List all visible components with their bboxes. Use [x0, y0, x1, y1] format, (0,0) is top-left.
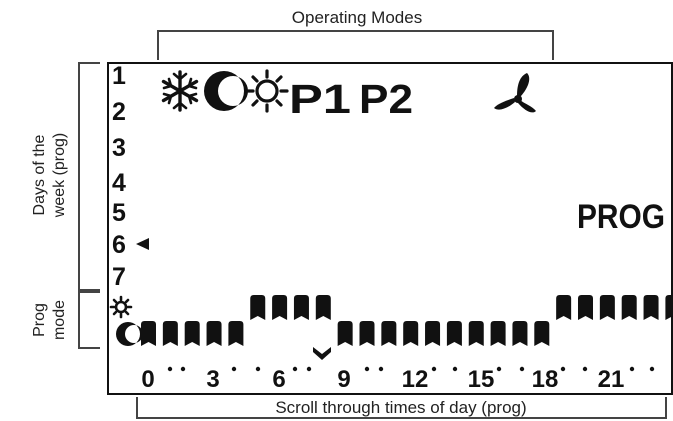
hour-bars [141, 295, 673, 346]
hour-segment-0 [141, 321, 156, 346]
hour-segment-9 [337, 321, 353, 346]
scroll-times-bracket [136, 397, 667, 419]
tick-dot-15 [649, 366, 655, 372]
tick-dot-12 [560, 366, 566, 372]
p1-mode: P1 [289, 76, 351, 122]
tick-dot-9 [452, 366, 458, 372]
day-list: 1 2 3 4 5 6 7 [112, 62, 126, 291]
day-7: 7 [112, 263, 126, 291]
fan-icon [494, 73, 536, 113]
moon-icon [204, 71, 248, 111]
prog-mode-label-line1: Prog [31, 303, 48, 337]
hour-segment-15 [468, 321, 484, 346]
time-label-15: 15 [468, 366, 495, 393]
snowflake-icon [161, 70, 199, 112]
hour-segment-19 [556, 295, 572, 320]
days-label-line2: week (prog) [51, 133, 68, 218]
tick-dot-3 [255, 366, 261, 372]
day-5: 5 [112, 199, 126, 227]
time-label-6: 6 [272, 366, 285, 393]
hour-segment-23 [643, 295, 659, 320]
hour-segment-6 [272, 295, 288, 320]
scroll-times-label: Scroll through times of day (prog) [275, 398, 526, 417]
time-label-0: 0 [141, 366, 154, 393]
hour-segment-14 [446, 321, 462, 346]
prog-mode-bracket [78, 291, 100, 349]
p2-mode: P2 [359, 76, 413, 122]
days-label-line1: Days of the [31, 134, 48, 215]
hour-segment-10 [359, 321, 375, 346]
hour-segment-12 [403, 321, 419, 346]
tick-dot-1 [180, 366, 186, 372]
hour-segment-1 [162, 321, 178, 346]
hour-segment-8 [315, 295, 331, 320]
hour-segment-20 [578, 295, 593, 320]
day-1: 1 [112, 62, 126, 90]
hour-segment-22 [621, 295, 637, 320]
hour-segment-2 [184, 321, 200, 346]
tick-dot-13 [582, 366, 588, 372]
tick-dot-7 [378, 366, 384, 372]
time-cursor-icon [313, 347, 331, 360]
hour-segment-21 [599, 295, 615, 320]
sun-icon [245, 69, 289, 113]
hour-segment-16 [490, 321, 506, 346]
tick-dot-6 [364, 366, 370, 372]
small-moon-icon [116, 322, 143, 346]
tick-dot-10 [496, 366, 502, 372]
hour-segment-4 [228, 321, 244, 346]
hour-segment-3 [206, 321, 222, 346]
tick-dot-5 [306, 366, 312, 372]
hour-segment-11 [381, 321, 397, 346]
time-axis: 0 3 6 9 12 15 18 21 [141, 366, 624, 393]
time-label-12: 12 [402, 366, 429, 393]
prog-mode-label-line2: mode [51, 300, 68, 340]
tick-dot-14 [629, 366, 635, 372]
tick-dot-8 [431, 366, 437, 372]
time-label-3: 3 [206, 366, 219, 393]
operating-modes-label: Operating Modes [292, 8, 422, 27]
hour-segment-13 [425, 321, 441, 346]
tick-dot-4 [292, 366, 298, 372]
hour-segment-5 [250, 295, 266, 320]
time-label-9: 9 [337, 366, 350, 393]
day-6: 6 [112, 231, 126, 259]
tick-dot-11 [519, 366, 525, 372]
day-4: 4 [112, 169, 126, 197]
time-tick-dots [167, 366, 655, 372]
time-label-21: 21 [598, 366, 625, 393]
hour-segment-24 [665, 295, 673, 320]
days-bracket [78, 62, 100, 291]
small-sun-icon [109, 295, 133, 319]
day-3: 3 [112, 134, 126, 162]
hour-segment-18 [534, 321, 550, 346]
day-2: 2 [112, 98, 126, 126]
operating-modes-bracket [157, 30, 554, 60]
hour-segment-17 [512, 321, 528, 346]
prog-indicator: PROG [577, 198, 665, 236]
hour-segment-7 [293, 295, 309, 320]
time-label-18: 18 [532, 366, 559, 393]
tick-dot-2 [231, 366, 237, 372]
tick-dot-0 [167, 366, 173, 372]
day-arrow-icon [136, 238, 149, 250]
